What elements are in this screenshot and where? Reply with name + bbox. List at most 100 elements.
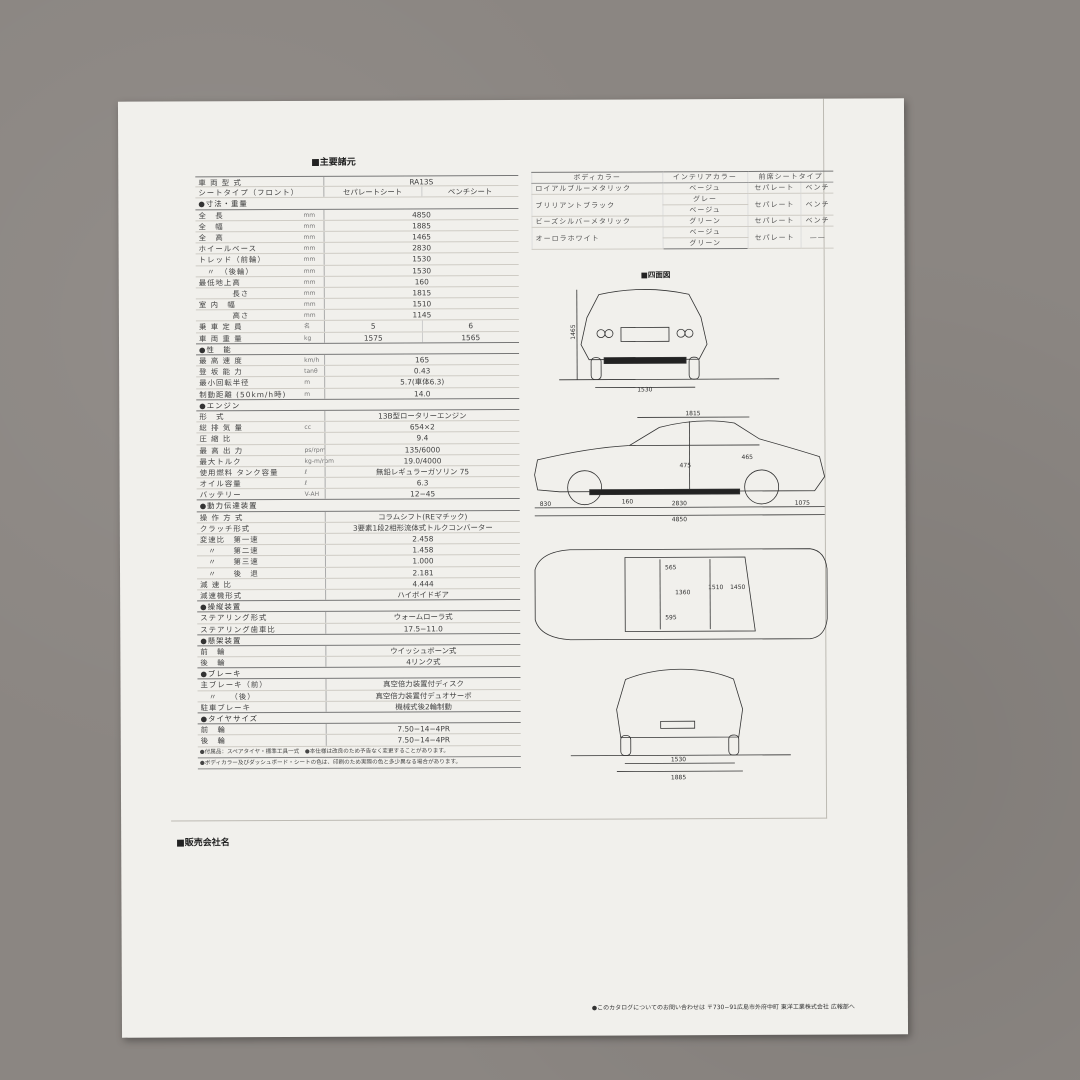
dim-label: 1360 bbox=[675, 589, 690, 596]
spec-value: 2.458 bbox=[324, 532, 520, 545]
col-header: ボディカラー bbox=[531, 171, 663, 184]
spec-label: バッテリー bbox=[199, 490, 242, 500]
spec-value: 135/6000 bbox=[324, 443, 520, 455]
spec-unit: m bbox=[304, 379, 311, 387]
spec-label: 使用燃料 タンク容量 bbox=[199, 467, 279, 478]
dim-label: 1815 bbox=[685, 410, 700, 417]
section-label: ●寸法・重量 bbox=[198, 199, 248, 209]
spec-value: 1530 bbox=[323, 264, 519, 276]
interior-color: ベージュ bbox=[662, 204, 748, 216]
header-label: 車 両 型 式 bbox=[198, 178, 242, 188]
spec-label: 全 幅 bbox=[198, 222, 224, 232]
spec-unit bbox=[306, 690, 326, 700]
spec-unit bbox=[305, 534, 325, 544]
spec-value: 6.3 bbox=[324, 477, 520, 489]
spec-value: 1465 bbox=[323, 230, 519, 242]
color-table-header: ボディカラーインテリアカラー前席シートタイプ bbox=[531, 171, 834, 184]
spec-value: 4リンク式 bbox=[325, 656, 521, 668]
spec-label: ホイールベース bbox=[198, 244, 257, 254]
seat-separate: セパレート bbox=[747, 215, 802, 227]
spec-label: ステアリング形式 bbox=[200, 613, 268, 623]
color-row: オーロラホワイトベージュセパレート—— bbox=[532, 226, 834, 250]
dim-label: 565 bbox=[665, 564, 677, 571]
spec-unit bbox=[305, 679, 325, 689]
spec-unit: mm bbox=[303, 256, 316, 264]
spec-value: ウォームローラ式 bbox=[325, 611, 521, 623]
spec-value: 2.181 bbox=[324, 566, 521, 578]
spec-value: ウイッシュボーン式 bbox=[325, 644, 521, 656]
seat-separate: セパレート bbox=[747, 226, 802, 249]
spec-unit bbox=[305, 590, 325, 600]
section-label: ●操縦装置 bbox=[200, 602, 242, 612]
section-label: ●エンジン bbox=[199, 400, 241, 411]
spec-unit bbox=[305, 556, 325, 566]
spec-label: トレッド（前輪） bbox=[198, 255, 266, 265]
spec-value: 7.50−14−4PR bbox=[325, 734, 521, 746]
front-view: 1465 1530 bbox=[559, 289, 780, 393]
spec-value: 12−45 bbox=[324, 488, 520, 500]
spec-title: ■主要諸元 bbox=[311, 157, 356, 168]
model-code: RA13S bbox=[323, 175, 519, 186]
body-color: ビーズシルバーメタリック bbox=[531, 215, 663, 228]
top-view: 1360 1510 1450 565 595 bbox=[534, 548, 828, 641]
spec-label: ステアリング歯車比 bbox=[200, 624, 276, 634]
spec-value: 5 bbox=[323, 320, 422, 332]
rear-view: 1530 1885 bbox=[570, 668, 791, 781]
spec-unit bbox=[304, 433, 324, 443]
spec-label: 前 輪 bbox=[200, 647, 226, 657]
spec-value: 無鉛レギュラーガソリン 75 bbox=[324, 465, 520, 477]
spec-unit bbox=[305, 623, 325, 633]
spec-label: 長さ bbox=[198, 289, 250, 299]
interior-color: グレー bbox=[662, 193, 748, 205]
section-label: ●タイヤサイズ bbox=[200, 714, 259, 724]
spec-unit: mm bbox=[303, 222, 316, 230]
spec-label: 〃 （後輪） bbox=[198, 266, 254, 276]
dim-label: 1450 bbox=[730, 584, 745, 591]
spec-unit: mm bbox=[303, 289, 316, 297]
spec-value-bench: 6 bbox=[421, 320, 519, 332]
seat-separate: セパレート bbox=[747, 193, 802, 216]
spec-label: オイル容量 bbox=[199, 479, 242, 489]
interior-color: グリーン bbox=[662, 215, 748, 227]
spec-label: 変速比 第一速 bbox=[199, 535, 259, 545]
seat-bench: ベンチシート bbox=[420, 186, 519, 197]
spec-label: 前 輪 bbox=[200, 725, 226, 735]
spec-value: 機械式後2輪制動 bbox=[325, 700, 521, 712]
spec-label: 制動距離 (50km/h時) bbox=[199, 389, 287, 399]
spec-label: 全 高 bbox=[198, 233, 224, 243]
section-label: ●動力伝達装置 bbox=[199, 501, 258, 511]
footer-contact: ●このカタログについてのお問い合わせは 〒730−91広島市外府中町 東洋工業株… bbox=[591, 1003, 855, 1012]
spec-unit bbox=[305, 567, 325, 577]
spec-unit: ps/rpm bbox=[304, 446, 326, 454]
spec-value: 7.50−14−4PR bbox=[325, 723, 521, 735]
interior-color: ベージュ bbox=[662, 226, 748, 238]
spec-value: 1530 bbox=[323, 253, 519, 265]
col-header: 前席シートタイプ bbox=[747, 171, 834, 183]
spec-label: 後 輪 bbox=[200, 736, 226, 746]
note: ●ボディカラー及びダッシュボード・シートの色は、印刷のため実際の色と多少異なる場… bbox=[197, 756, 521, 769]
dim-label: 4850 bbox=[672, 516, 687, 523]
spec-unit: ℓ bbox=[304, 468, 308, 476]
dealer-label: ■販売会社名 bbox=[176, 838, 230, 849]
spec-label: 乗 車 定 員 bbox=[198, 322, 243, 332]
spec-value: 3要素1段2相形流体式トルクコンバーター bbox=[324, 521, 520, 533]
color-table: ボディカラーインテリアカラー前席シートタイプロイアルブルーメタリックベージュセパ… bbox=[531, 171, 834, 250]
body-color: オーロラホワイト bbox=[532, 226, 663, 250]
dim-label: 1530 bbox=[671, 756, 686, 763]
seat-separate: セパレートシート bbox=[323, 186, 421, 198]
spec-value: 1145 bbox=[323, 309, 519, 321]
spec-label: 車 両 重 量 bbox=[198, 333, 243, 343]
spec-label: 最大トルク bbox=[199, 456, 242, 467]
spec-label: 形 式 bbox=[199, 412, 225, 422]
spec-label: 全 長 bbox=[198, 210, 224, 220]
spec-value: 17.5−11.0 bbox=[325, 622, 521, 634]
spec-unit: mm bbox=[303, 233, 316, 241]
color-row: ブリリアントブラックグレーセパレートベンチ bbox=[531, 193, 834, 217]
spec-label: クラッチ形式 bbox=[199, 523, 251, 534]
seat-bench: —— bbox=[801, 226, 834, 249]
color-row: ビーズシルバーメタリックグリーンセパレートベンチ bbox=[531, 215, 834, 228]
body-color: ブリリアントブラック bbox=[531, 193, 663, 217]
spec-label: 登 坂 能 力 bbox=[199, 367, 243, 377]
